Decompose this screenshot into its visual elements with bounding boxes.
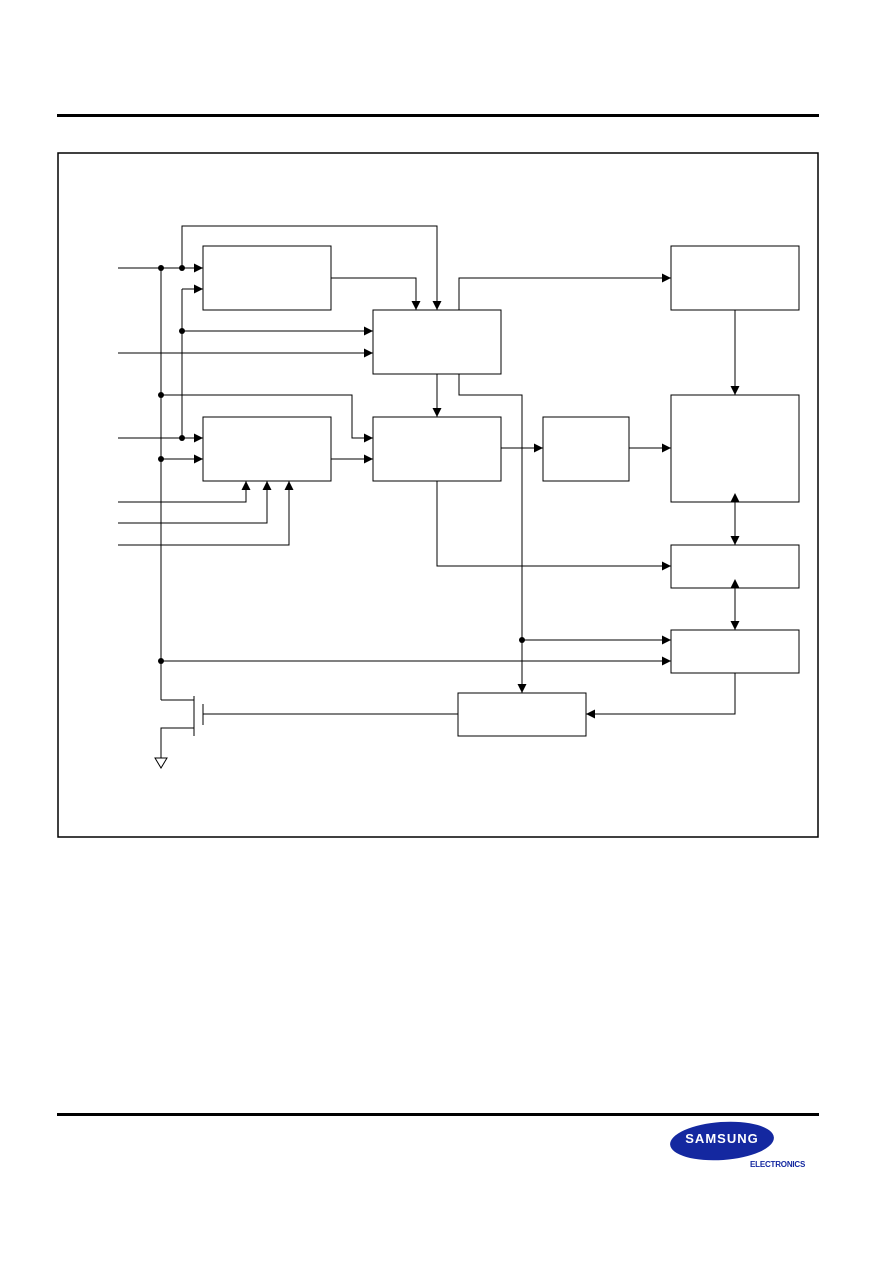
b-to-j [458,374,527,693]
b-to-c [458,273,671,310]
junction-dot [179,265,185,271]
block-g [670,394,800,503]
junction-dot [179,435,185,441]
bus-inner-top [181,225,442,310]
block-e [372,416,502,482]
block-d [202,416,332,482]
junction-dot [158,658,164,664]
samsung-logo: SAMSUNG ELECTRONICS [668,1118,818,1174]
junction-dot [158,392,164,398]
footer-rule [57,1113,819,1116]
block-i [670,629,800,674]
logo-text: SAMSUNG [685,1131,759,1146]
block-b [372,309,502,375]
junction-dot [158,265,164,271]
a-to-b [331,277,421,310]
junction-dot [179,328,185,334]
junction-dot [158,456,164,462]
block-a [202,245,332,311]
bus-left-to-e [161,394,373,443]
i-to-j [586,673,736,719]
block-c [670,245,800,311]
block-j [457,692,587,737]
input-line-6 [118,481,294,546]
e-to-h [436,481,671,571]
header-rule [57,114,819,117]
diagram-frame [57,152,819,838]
input-line-5 [118,481,272,524]
block-f [542,416,630,482]
logo-subtext: ELECTRONICS [750,1160,806,1169]
transistor-source [160,727,194,758]
block-h [670,544,800,589]
input-line-4 [118,481,251,503]
ground-symbol [154,757,168,769]
junction-dot [519,637,525,643]
